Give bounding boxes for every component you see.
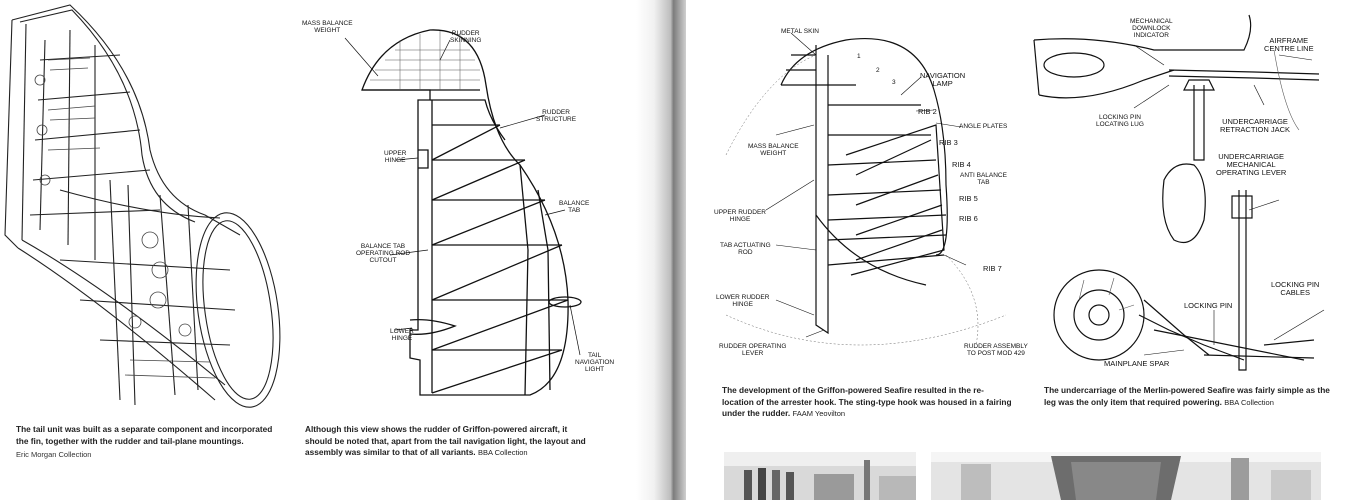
label-locking-pin-cables: LOCKING PIN CABLES <box>1271 280 1320 297</box>
label-mech-downlock: MECHANICAL DOWNLOCK INDICATOR <box>1130 18 1173 39</box>
label-mass-balance-weight-2: MASS BALANCE WEIGHT <box>748 143 799 157</box>
label-n1: 1 <box>857 53 861 60</box>
label-mech-operating-lever: UNDERCARRIAGE MECHANICAL OPERATING LEVER <box>1216 152 1287 177</box>
label-locking-pin: LOCKING PIN <box>1184 301 1233 310</box>
label-rib7: RIB 7 <box>983 264 1002 273</box>
rudder-photo <box>931 452 1321 500</box>
label-rudder-operating-lever: RUDDER OPERATING LEVER <box>719 343 787 357</box>
label-rudder-structure: RUDDER STRUCTURE <box>536 109 577 123</box>
fig1-credit: Eric Morgan Collection <box>16 450 92 459</box>
fig3-caption-text: The development of the Griffon-powered S… <box>722 385 1012 418</box>
rudder-drawing <box>344 29 582 396</box>
griffon-rudder-drawing <box>725 32 1007 346</box>
label-n2: 2 <box>876 67 880 74</box>
rudder-photo-image <box>931 452 1321 500</box>
label-rib4: RIB 4 <box>952 160 971 169</box>
fig1-caption-text: The tail unit was built as a separate co… <box>16 424 273 446</box>
label-anti-balance-tab: ANTI BALANCE TAB <box>960 172 1007 186</box>
label-balance-tab-cutout: BALANCE TAB OPERATING ROD CUTOUT <box>356 243 411 264</box>
workshop-photo-image <box>724 452 916 500</box>
label-mainplane-spar: MAINPLANE SPAR <box>1104 359 1170 368</box>
fig4-caption: The undercarriage of the Merlin-powered … <box>1044 385 1334 408</box>
fig3-caption: The development of the Griffon-powered S… <box>722 385 1012 420</box>
griffon-rudder-illustration: METAL SKIN 1 2 3 NAVIGATION LAMP RIB 2 A… <box>706 15 1036 370</box>
label-upper-hinge: UPPER HINGE <box>384 150 407 164</box>
rudder-illustration: MASS BALANCE WEIGHT RUDDER SKINNING RUDD… <box>300 0 620 410</box>
tail-unit-drawing <box>4 4 281 408</box>
label-balance-tab: BALANCE TAB <box>559 200 590 214</box>
fig4-caption-text: The undercarriage of the Merlin-powered … <box>1044 385 1330 407</box>
label-tail-navigation-light: TAIL NAVIGATION LIGHT <box>575 352 615 373</box>
label-rib5: RIB 5 <box>959 194 978 203</box>
workshop-photo <box>724 452 916 500</box>
fig1-caption: The tail unit was built as a separate co… <box>16 424 284 447</box>
fig4-credit: BBA Collection <box>1224 397 1274 407</box>
label-rib3: RIB 3 <box>939 138 958 147</box>
label-n3: 3 <box>892 79 896 86</box>
label-angle-plates: ANGLE PLATES <box>959 123 1008 130</box>
label-airframe-centre-line: AIRFRAME CENTRE LINE <box>1264 36 1314 53</box>
fig2-caption-text: Although this view shows the rudder of G… <box>305 424 586 457</box>
undercarriage-drawing <box>1033 14 1325 371</box>
fig3-credit: FAAM Yeovilton <box>792 409 846 418</box>
label-metal-skin: METAL SKIN <box>781 28 819 35</box>
left-page: The tail unit was built as a separate co… <box>0 0 660 500</box>
right-page: METAL SKIN 1 2 3 NAVIGATION LAMP RIB 2 A… <box>686 0 1346 500</box>
label-tab-actuating-rod: TAB ACTUATING ROD <box>720 242 771 256</box>
label-locking-pin-lug: LOCKING PIN LOCATING LUG <box>1096 114 1144 128</box>
tail-unit-illustration <box>0 0 285 420</box>
label-rudder-assembly: RUDDER ASSEMBLY TO POST MOD 429 <box>964 343 1028 357</box>
label-navigation-lamp: NAVIGATION LAMP <box>920 71 966 88</box>
fig2-caption: Although this view shows the rudder of G… <box>305 424 595 459</box>
label-retraction-jack: UNDERCARRIAGE RETRACTION JACK <box>1220 117 1291 134</box>
label-rib6: RIB 6 <box>959 214 978 223</box>
label-lower-rudder-hinge: LOWER RUDDER HINGE <box>716 294 770 308</box>
label-rib2: RIB 2 <box>918 107 937 116</box>
label-rudder-skinning: RUDDER SKINNING <box>450 30 482 44</box>
undercarriage-illustration: MECHANICAL DOWNLOCK INDICATOR AIRFRAME C… <box>1033 10 1334 375</box>
label-mass-balance-weight: MASS BALANCE WEIGHT <box>302 20 353 34</box>
fig2-credit: BBA Collection <box>477 448 528 457</box>
label-upper-rudder-hinge: UPPER RUDDER HINGE <box>714 209 767 223</box>
label-lower-hinge: LOWER HINGE <box>390 328 414 342</box>
